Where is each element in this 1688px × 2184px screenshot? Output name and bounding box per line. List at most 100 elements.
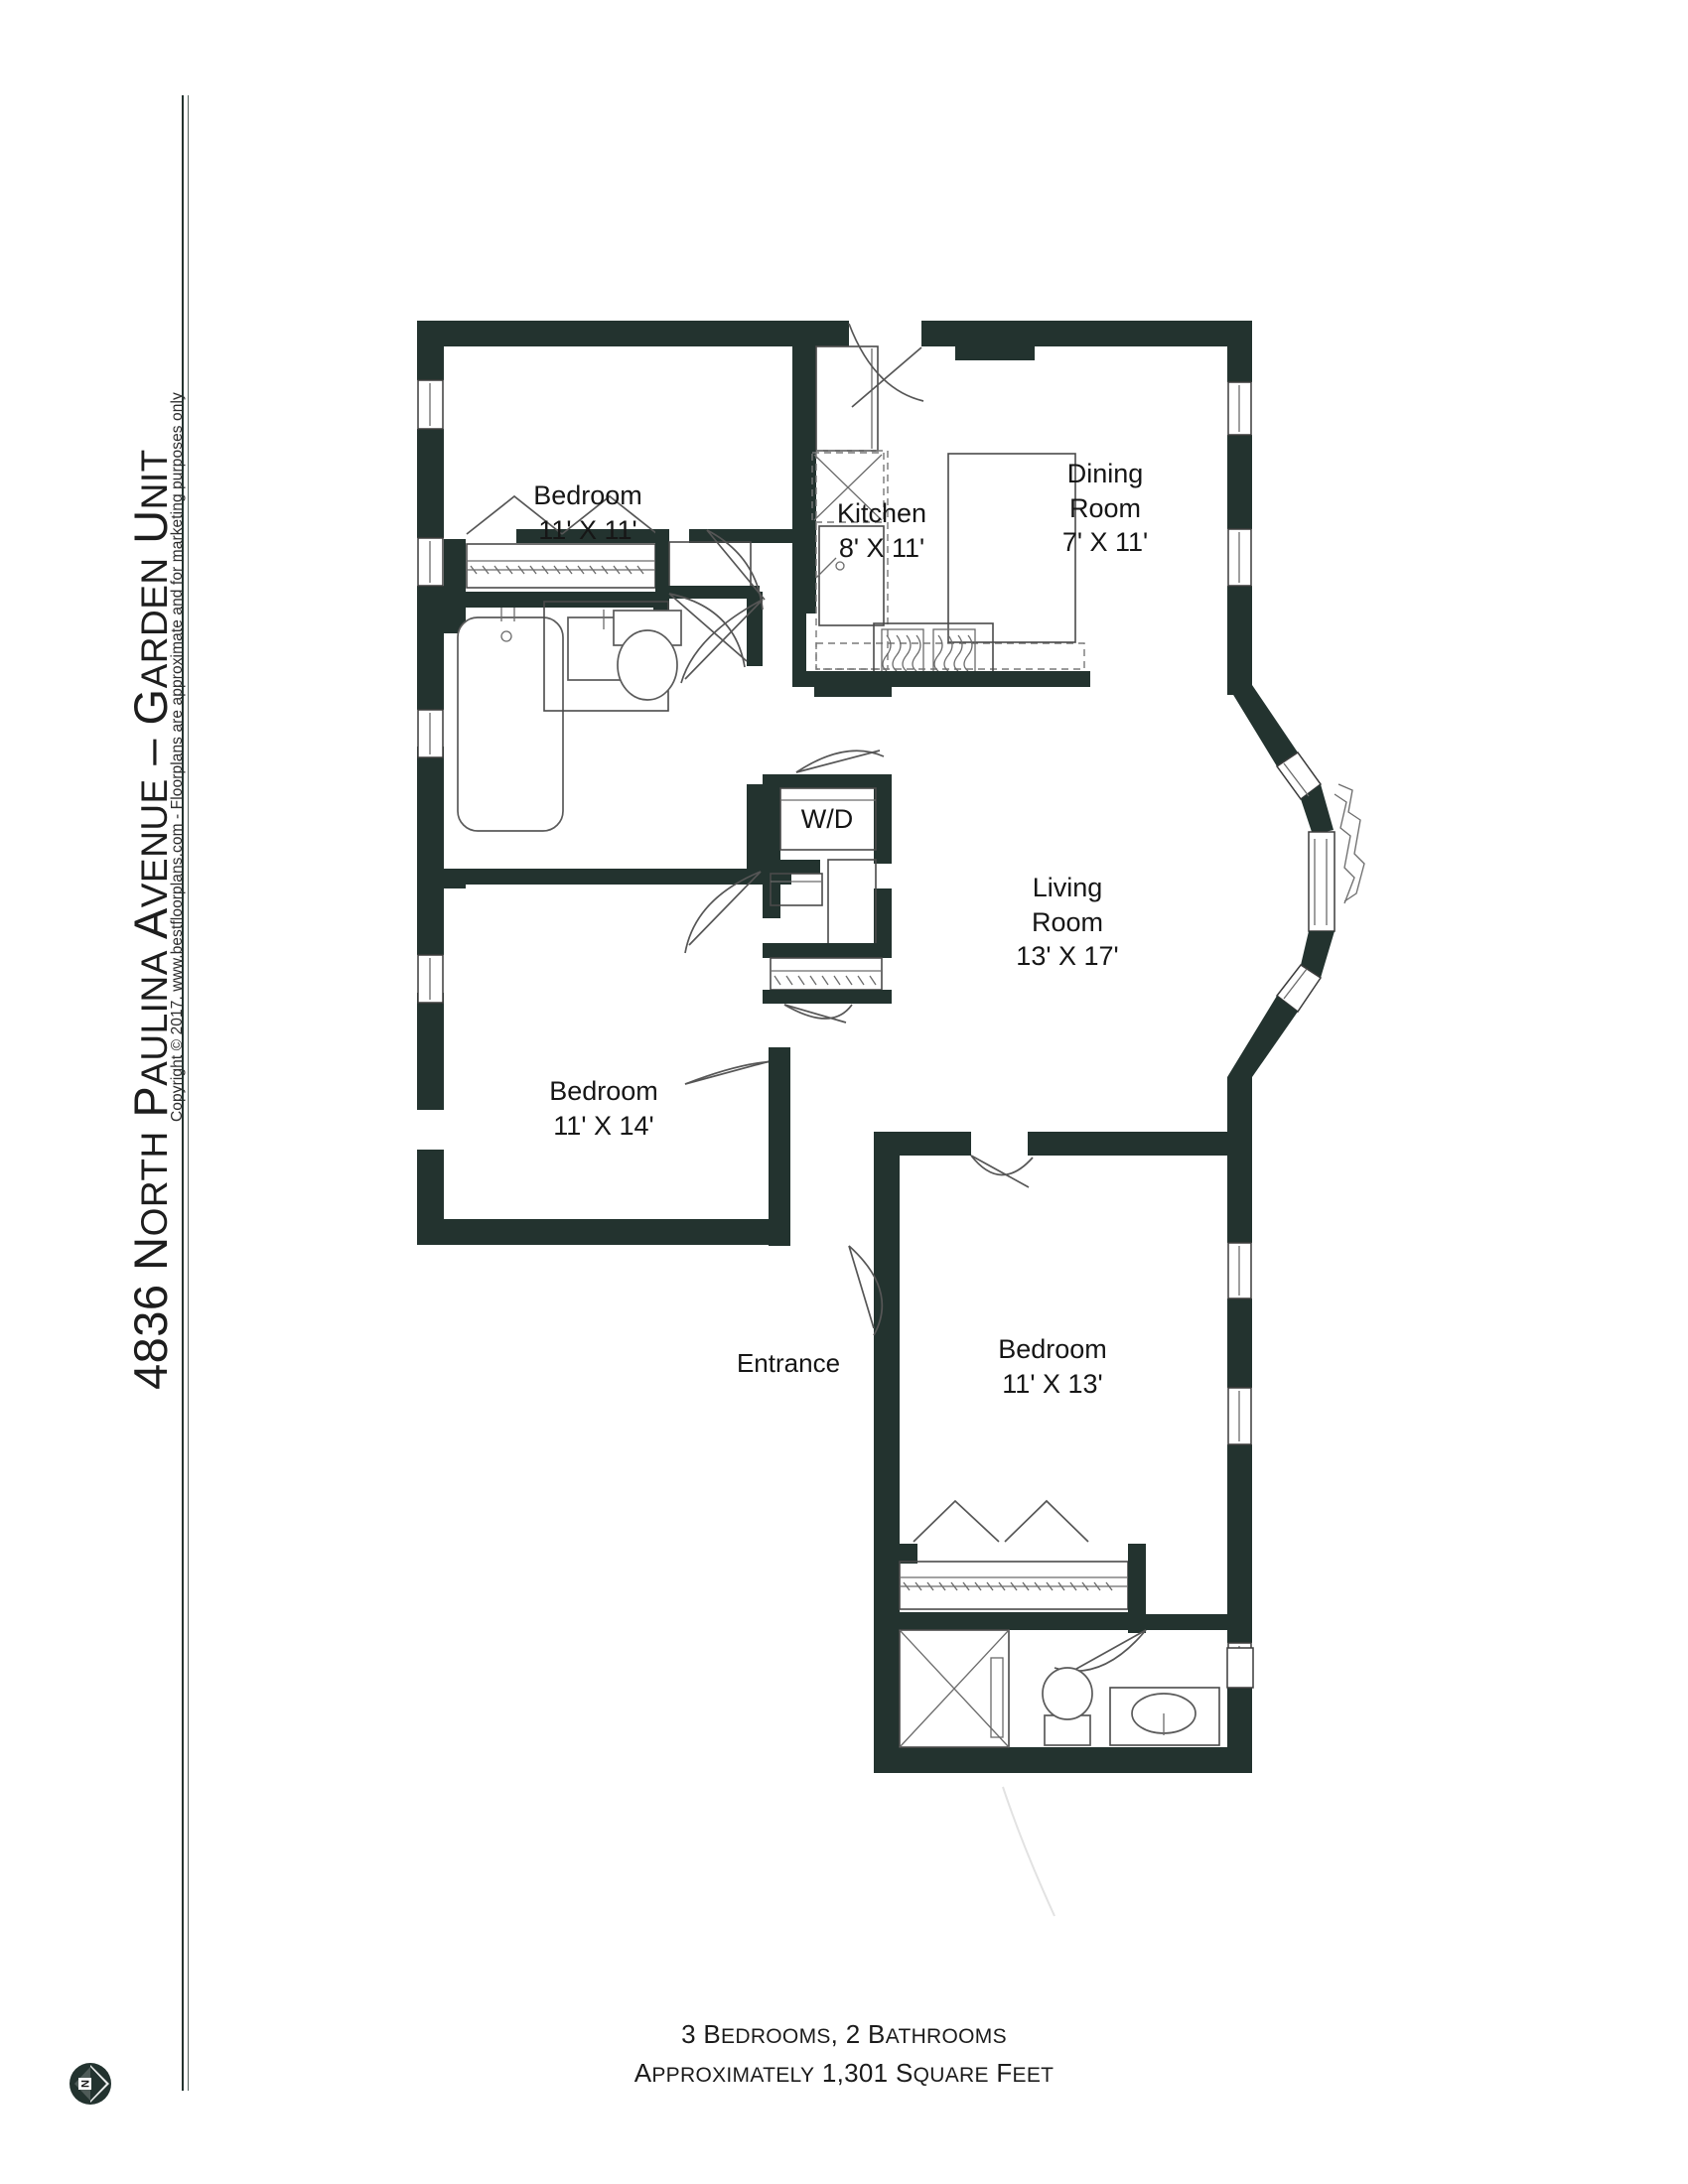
- door-closet-bifold-right: [561, 494, 658, 535]
- wall-exterior-bottom: [874, 1747, 1252, 1773]
- room-name: Bedroom: [549, 1076, 658, 1106]
- wall-bath1-right-lower: [747, 784, 763, 874]
- wd-shelf-b: [827, 859, 877, 946]
- wall-bedroom1-bottom-b: [689, 529, 792, 543]
- door-wd-swing: [795, 750, 885, 773]
- kitchen-sink-base: [818, 525, 885, 626]
- wall-closet3-right: [1128, 1544, 1146, 1633]
- door-entrance-swing: [848, 1245, 884, 1336]
- wall-exterior-top-right: [921, 321, 1252, 346]
- toilet-bowl: [617, 629, 678, 701]
- kitchen-appliance-dashed: [811, 452, 885, 523]
- wall-bath2-top: [1146, 1614, 1227, 1630]
- room-label-bedroom-1: Bedroom 11' X 11': [533, 478, 642, 547]
- shower-x2: [899, 1629, 1010, 1748]
- wall-exterior-left-b: [417, 429, 444, 538]
- wall-exterior-right-d: [1227, 1132, 1252, 1243]
- door-closet3-bifold-left: [913, 1499, 1000, 1543]
- title-divider-rule-inner: [188, 95, 189, 2091]
- wall-closet3-left: [900, 1544, 917, 1564]
- door-entrance-leaf: [848, 1245, 875, 1329]
- toilet2-tank: [1044, 1714, 1091, 1746]
- wall-exterior-right-a: [1227, 321, 1252, 382]
- door-hall-swing: [680, 599, 764, 684]
- room-dimensions: 11' X 13': [1002, 1368, 1103, 1399]
- room-dimensions: 11' X 14': [553, 1110, 654, 1141]
- wall-top-jog: [955, 346, 1035, 360]
- title-sidebar: 4836 NORTH PAULINA AVENUE – GARDEN UNIT …: [0, 0, 189, 2184]
- wall-kitchen-left-lower: [792, 614, 806, 671]
- toilet2-bowl: [1042, 1667, 1093, 1720]
- room-dimensions: 11' X 11': [538, 514, 637, 545]
- wall-living-right-lower: [1227, 1077, 1252, 1132]
- wall-closet-left: [444, 539, 466, 633]
- door-bedroom3-swing: [970, 1155, 1034, 1176]
- plan-summary-footer: 3 BEDROOMS, 2 BATHROOMS APPROXIMATELY 1,…: [0, 2015, 1688, 2093]
- linen-closet-shelf: [770, 957, 883, 991]
- room-label-bedroom-3: Bedroom 11' X 13': [998, 1332, 1107, 1401]
- room-name: Dining: [1066, 459, 1144, 488]
- washer-dryer-label: W/D: [800, 804, 854, 834]
- shower-door: [990, 1657, 1004, 1738]
- linen-hatch: [774, 975, 877, 986]
- wall-exterior-left-d: [417, 747, 444, 955]
- door-bedroom2-leaf: [688, 871, 762, 946]
- wall-wd-bottom: [763, 943, 892, 958]
- room-name-2: Room: [1068, 492, 1142, 523]
- wall-small-closet-bottom: [655, 586, 760, 599]
- room-dimensions: 8' X 11': [838, 532, 925, 563]
- room-label-kitchen: Kitchen 8' X 11': [837, 496, 926, 565]
- window-left-4: [417, 954, 444, 1004]
- wall-wd-mid: [763, 860, 820, 874]
- wall-kitchen-bottom: [792, 671, 1090, 687]
- door-bedroom1-swing: [706, 529, 764, 611]
- wall-small-closet-left: [655, 529, 669, 591]
- wall-hall-left: [444, 869, 466, 888]
- closet3-hatch: [903, 1581, 1113, 1591]
- wall-exterior-right-b: [1227, 435, 1252, 529]
- wall-wd-right: [874, 774, 892, 864]
- window-right-2: [1227, 528, 1252, 587]
- kitchen-peninsula: [947, 453, 1076, 643]
- door-linen-leaf: [783, 1004, 847, 1024]
- wd-unit: [779, 787, 877, 851]
- wall-wd-left: [763, 774, 780, 918]
- wall-wd-top: [763, 774, 892, 788]
- wall-kitchen-bottom-jog: [814, 687, 892, 697]
- room-name-2: Room: [1031, 906, 1104, 937]
- window-left-3: [417, 709, 444, 758]
- kitchen-sink-drain: [835, 561, 845, 571]
- wall-exterior-left-e: [417, 993, 444, 1110]
- wall-bedroom3-top-b: [1028, 1132, 1252, 1156]
- room-name: Bedroom: [533, 480, 642, 510]
- wall-bedroom2-bottom: [417, 1219, 789, 1245]
- wall-exterior-right-e: [1227, 1298, 1252, 1388]
- room-dimensions: 13' X 17': [1016, 941, 1119, 972]
- wall-linen-bottom: [763, 990, 892, 1004]
- entrance-label: Entrance: [736, 1348, 841, 1378]
- wall-hall-right: [769, 1047, 790, 1246]
- cooktop-burners: [881, 628, 976, 674]
- wall-bedroom1-kitchen: [792, 321, 816, 529]
- wall-exterior-left-c: [417, 586, 444, 710]
- scan-artifact: [1002, 1786, 1055, 1917]
- window-right-1: [1227, 381, 1252, 436]
- room-label-dining-room: Dining Room 7' X 11': [1062, 457, 1148, 560]
- door-closet3-bifold-right: [1004, 1499, 1089, 1543]
- compass-north-icon: N: [70, 2063, 111, 2105]
- tub-drain: [500, 630, 512, 642]
- wall-exterior-top-left: [417, 321, 849, 346]
- wall-exterior-right-c: [1227, 586, 1252, 695]
- door-bedroom1-leaf: [706, 529, 766, 601]
- wall-bedroom1-kitchen-lower: [792, 514, 816, 614]
- door-bath1-swing: [668, 593, 746, 668]
- door-hall-leaf: [684, 599, 764, 680]
- door-closet-bifold-left: [466, 494, 563, 535]
- bath2-window-nook: [1226, 1647, 1254, 1689]
- room-label-bedroom-2: Bedroom 11' X 14': [549, 1074, 658, 1143]
- door-bedroom2-swing: [684, 871, 762, 954]
- wall-bath1-bottom: [444, 869, 791, 885]
- room-label-living-room: Living Room 13' X 17': [1016, 871, 1118, 974]
- wall-bedroom3-left: [874, 1132, 900, 1772]
